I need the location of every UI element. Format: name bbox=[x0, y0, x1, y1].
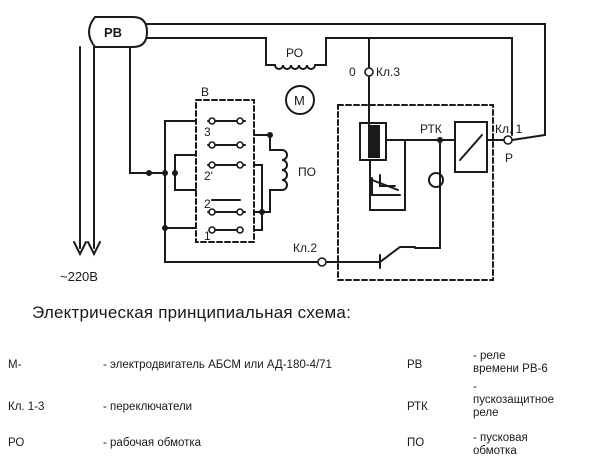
switch-block-b bbox=[195, 99, 255, 243]
rv-relay bbox=[88, 16, 149, 48]
label-contact-1: 1 bbox=[204, 229, 211, 243]
diagram-caption: Электрическая принципиальная схема: bbox=[32, 303, 352, 322]
legend-code-rtk: РТК bbox=[407, 401, 428, 413]
label-kl1: Кл. 1 bbox=[495, 122, 523, 136]
label-zero: 0 bbox=[349, 65, 356, 79]
legend-code-rv: РВ bbox=[407, 359, 423, 371]
label-contact-2: 2 bbox=[204, 197, 211, 211]
legend-desc-po: - пусковая обмотка bbox=[473, 432, 528, 457]
ro-winding bbox=[274, 64, 316, 70]
label-supply: ~220В bbox=[60, 269, 98, 284]
legend-code-motor: М- bbox=[8, 359, 22, 371]
legend-desc-motor: - электродвигатель АБСМ или АД-180-4/71 bbox=[103, 359, 332, 371]
po-winding bbox=[281, 149, 288, 191]
label-rtk: РТК bbox=[420, 122, 442, 136]
label-po: ПО bbox=[298, 165, 316, 179]
label-motor: М bbox=[294, 93, 305, 108]
label-ro: РО bbox=[286, 46, 303, 60]
legend-code-ro: РО bbox=[8, 437, 25, 449]
junction-dots bbox=[146, 132, 443, 231]
legend-desc-switches: - переключатели bbox=[103, 401, 193, 413]
legend-code-po: ПО bbox=[407, 437, 425, 449]
legend-desc-rv: - реле времени РВ-6 bbox=[473, 350, 548, 375]
label-kl2: Кл.2 bbox=[293, 241, 317, 255]
label-b: В bbox=[201, 85, 209, 99]
label-contact-3: 3 bbox=[204, 125, 211, 139]
label-kl3: Кл.3 bbox=[376, 65, 400, 79]
rtk-box bbox=[337, 104, 494, 281]
legend-code-switches: Кл. 1-3 bbox=[8, 401, 45, 413]
relay-p bbox=[454, 121, 488, 173]
label-p: Р bbox=[505, 151, 513, 165]
legend-desc-ro: - рабочая обмотка bbox=[103, 437, 202, 449]
label-contact-2prime: 2' bbox=[204, 169, 213, 183]
legend-desc-rtk: - пускозащитное реле bbox=[473, 381, 554, 419]
motor bbox=[285, 85, 315, 115]
circuit-diagram: РВ РО М В 3 2' 2 1 ПО 0 Кл.3 РТК Кл. 1 Р… bbox=[60, 16, 546, 284]
label-rv: РВ bbox=[104, 25, 122, 40]
rtk-coil bbox=[368, 125, 380, 158]
